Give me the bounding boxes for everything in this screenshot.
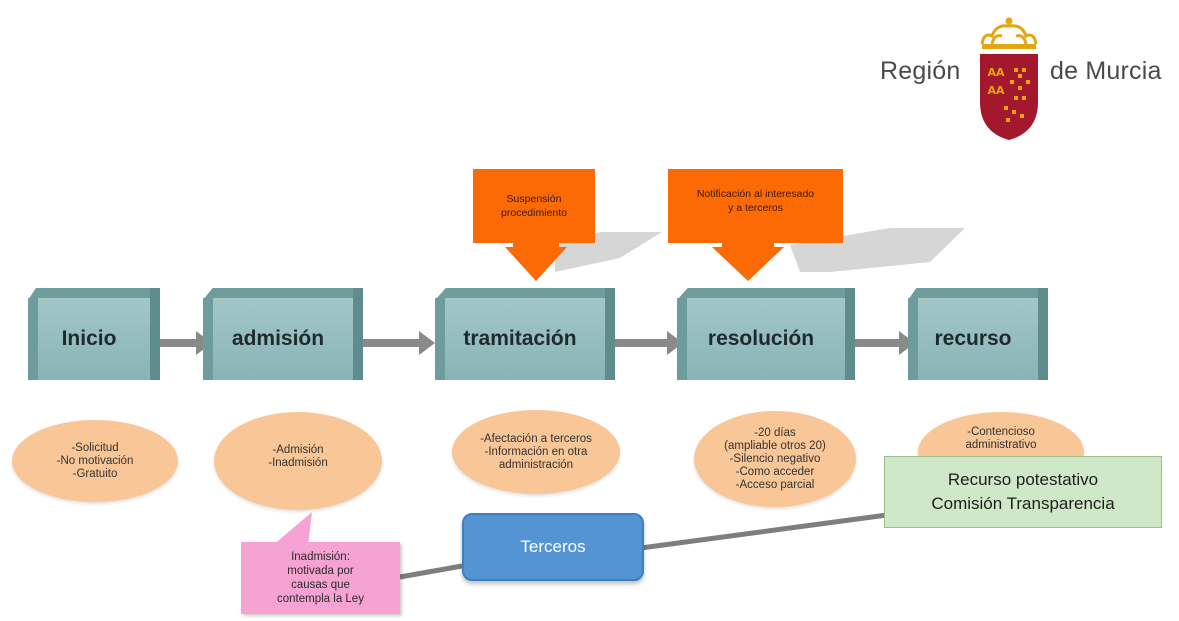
svg-text:AA: AA [987,84,1005,97]
step-box-inicio: Inicio [28,288,160,380]
terceros-box: Terceros [462,513,644,581]
murcia-coat-of-arms-icon: AA AA [980,17,1038,140]
arrow-2-shaft [363,339,421,347]
pink-callout-pointer [272,512,312,546]
step-box-admision: admisión [203,288,363,380]
step-label: tramitación [463,327,577,350]
step-box-tramitacion: tramitación [435,288,615,380]
step-label: recurso [934,327,1012,350]
terceros-label: Terceros [520,537,586,556]
connector-terceros-green [640,512,888,551]
arrow-1-shaft [160,339,198,347]
callout-suspension-pointer [505,241,567,281]
step-label: admisión [231,327,325,350]
arrow-4-shaft [855,339,901,347]
arrow-3-shaft [615,339,669,347]
recurso-potestativo-box: Recurso potestativo Comisión Transparenc… [884,456,1162,528]
connector-pink-terceros [399,563,463,580]
callout-notificacion-pointer [712,241,784,281]
note-oval-inicio: -Solicitud-No motivación-Gratuito [12,420,178,502]
note-oval-admision: -Admisión-Inadmisión [214,412,382,510]
svg-text:AA: AA [987,66,1005,79]
recurso-potestativo-line-2: Comisión Transparencia [931,494,1115,513]
step-box-recurso: recurso [908,288,1048,380]
logo-text-region: Región [880,57,961,85]
note-oval-resolucion: -20 días(ampliable otros 20)-Silencio ne… [694,411,856,507]
arrow-3-head [667,331,683,355]
step-label: resolución [707,327,815,350]
recurso-potestativo-line-1: Recurso potestativo [947,470,1099,489]
note-oval-tramitacion: -Afectación a terceros-Información en ot… [452,410,620,494]
arrow-4-head [899,331,915,355]
step-box-resolucion: resolución [677,288,855,380]
step-label: Inicio [61,327,117,350]
logo-text-murcia: de Murcia [1050,57,1162,85]
arrow-2-head [419,331,435,355]
